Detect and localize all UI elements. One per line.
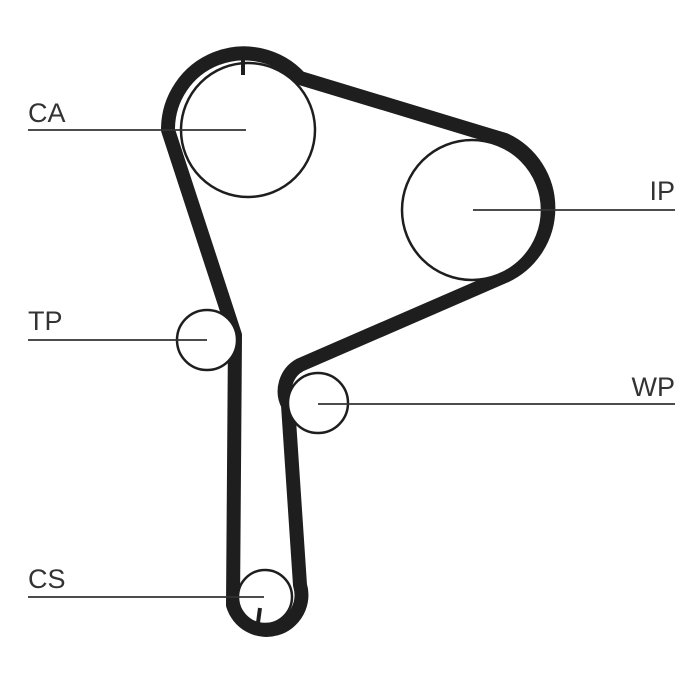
timing-belt (160, 46, 556, 637)
cs-label: CS (28, 564, 66, 594)
water-pump-pulley (286, 371, 350, 435)
camshaft-pulley (179, 55, 317, 199)
ip-label: IP (649, 176, 675, 206)
ca-label: CA (28, 98, 66, 128)
wp-label: WP (632, 372, 676, 402)
crankshaft-timing-mark (255, 607, 262, 631)
tp-label: TP (28, 306, 63, 336)
